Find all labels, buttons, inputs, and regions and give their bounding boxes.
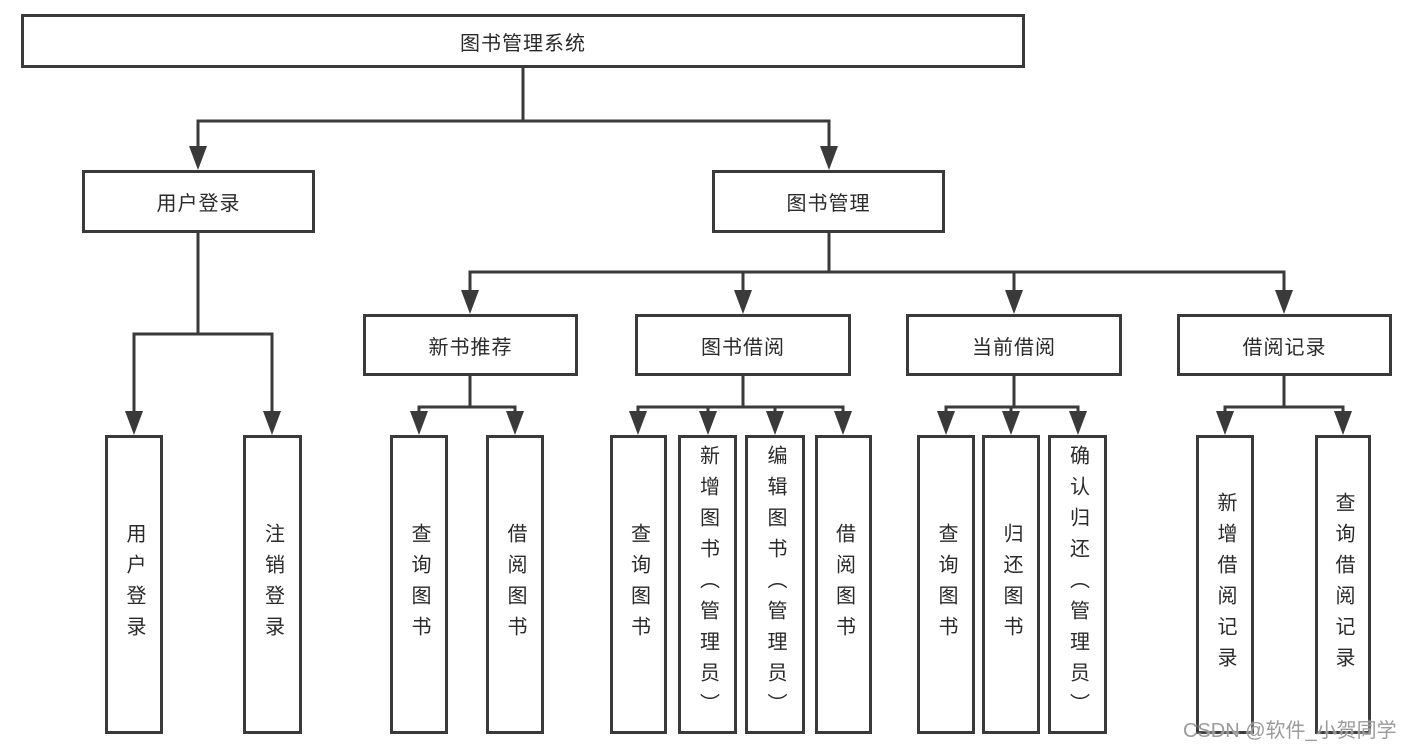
connector-borrow-record-split — [1223, 374, 1345, 414]
connector-user-login-split — [132, 231, 274, 414]
connector-current-borrow-split — [944, 374, 1080, 414]
connector-book-borrow-split — [636, 374, 845, 414]
leaf-borrow-books-recommend: 借阅图书 — [486, 435, 544, 734]
leaf-add-books-admin: 新增图书（管理员） — [678, 435, 737, 734]
connector-root-split — [196, 66, 831, 148]
leaf-edit-books-admin: 编辑图书（管理员） — [745, 435, 805, 734]
leaf-query-books-borrow: 查询图书 — [610, 435, 667, 734]
node-current-borrow: 当前借阅 — [906, 314, 1122, 376]
node-book-management: 图书管理 — [712, 170, 945, 233]
node-borrow-records: 借阅记录 — [1177, 314, 1392, 376]
leaf-user-login: 用户登录 — [105, 435, 163, 734]
leaf-query-borrow-record: 查询借阅记录 — [1315, 435, 1371, 734]
node-root-system: 图书管理系统 — [21, 14, 1025, 68]
leaf-confirm-return-admin: 确认归还（管理员） — [1048, 435, 1107, 734]
arrowheads — [125, 146, 1352, 435]
leaf-add-borrow-record: 新增借阅记录 — [1196, 435, 1254, 734]
connector-book-mgmt-split — [468, 231, 1286, 292]
leaf-query-books-recommend: 查询图书 — [390, 435, 448, 734]
connector-new-book-split — [417, 374, 517, 414]
csdn-watermark: CSDN @软件_小贺同学 — [1183, 720, 1397, 742]
node-new-book-recommend: 新书推荐 — [363, 314, 578, 376]
leaf-borrow-books: 借阅图书 — [815, 435, 872, 734]
node-user-login: 用户登录 — [82, 170, 315, 233]
leaf-query-books-current: 查询图书 — [917, 435, 975, 734]
leaf-return-books: 归还图书 — [982, 435, 1040, 734]
node-book-borrow: 图书借阅 — [635, 314, 851, 376]
leaf-logout: 注销登录 — [243, 435, 302, 734]
